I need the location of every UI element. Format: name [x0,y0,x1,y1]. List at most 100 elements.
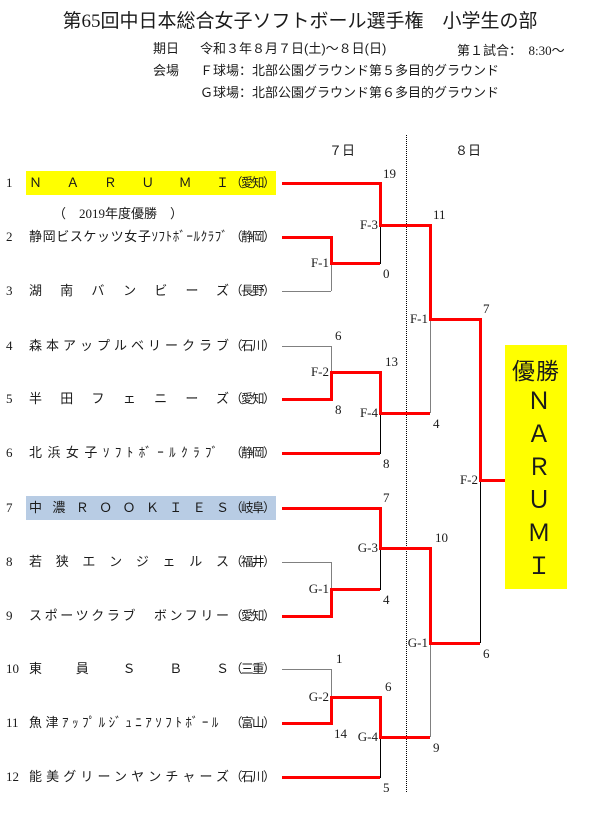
line-f1-winner-vertical [330,236,333,265]
day7-label: ７日 [328,143,355,158]
score-final-bottom: 6 [483,646,490,661]
line-g3-loser-vertical [380,548,381,590]
line-final-winner-vertical [479,318,482,482]
previous-champion-note: （ 2019年度優勝 ） [53,206,184,221]
match-label-f4: F-4 [359,405,378,420]
line-d8g1-loser-vertical [430,644,431,737]
line-f4-loser-vertical [380,413,381,454]
line-g3-winner [380,547,430,550]
line-team4 [282,346,331,347]
team-prefecture: （三重） [230,662,276,676]
team-prefecture: （長野） [230,284,276,298]
line-team7 [282,507,380,510]
match-label-day8-f1: F-1 [409,311,428,326]
line-team5 [282,398,331,401]
line-team12 [282,776,380,779]
line-g4-winner-vertical [379,696,382,739]
team-name: 若狭エンジェルス [29,554,229,569]
line-g1-winner-vertical [330,588,333,618]
line-g1-winner [331,588,380,591]
champion-box: 優勝 ＮＡＲＵＭＩ [505,345,567,589]
line-team9 [282,615,331,618]
first-game-time: 第１試合： 8:30～ [457,43,565,58]
line-d8f1-winner [430,318,480,321]
score-d8g1-bottom: 9 [433,740,440,755]
team-prefecture: （愛知） [230,609,276,623]
team-prefecture: （福井） [230,555,276,569]
team-number: 12 [6,769,19,784]
score-g4-bottom: 5 [383,780,390,795]
day8-label: ８日 [454,143,481,158]
team-prefecture: （石川） [230,339,276,353]
score-d8f1-top: 11 [433,207,446,222]
match-label-f1: F-1 [310,255,329,270]
line-team2 [282,236,331,239]
line-g4-loser-vertical [380,737,381,778]
line-f1-loser-vertical [331,263,332,291]
team-prefecture: （岐阜） [230,501,276,515]
team-name: 半田フェニーズ [29,391,229,406]
score-f3-top: 19 [383,166,396,181]
line-team11 [282,722,331,725]
team-number: 3 [6,283,13,298]
team-number: 11 [6,715,19,730]
line-team6 [282,452,380,455]
score-f4-bottom: 8 [383,456,390,471]
team-number: 4 [6,338,13,353]
score-g2-bottom: 14 [334,726,347,741]
line-f2-loser-vertical [331,346,332,373]
line-f4-winner-vertical [379,371,382,415]
team-prefecture: （静岡） [230,446,276,460]
team-name: スポーツクラブ ボンフリー [29,608,229,623]
match-label-final-f2: F-2 [459,472,478,487]
page-title: 第65回中日本総合女子ソフトボール選手権 小学生の部 [62,11,538,32]
team-number: 10 [6,661,19,676]
team-prefecture: （静岡） [230,230,276,244]
line-f3-winner-vertical [379,182,382,227]
line-f3-loser-vertical [380,225,381,264]
team-prefecture: （石川） [230,770,276,784]
team-name: 湖南バンビーズ [29,283,229,298]
team-name: ＮＡＲＵＭＩ [29,175,229,190]
line-g1-loser-vertical [331,562,332,589]
score-g3-bottom: 4 [383,592,390,607]
team-number: 6 [6,445,13,460]
line-g2-winner [331,696,380,699]
line-f1-winner [331,262,380,265]
score-g4-top: 6 [385,679,392,694]
line-team8 [282,562,331,563]
runner-up-highlight: 中濃ＲＯＯＫＩＥＳ（岐阜） [26,496,276,520]
line-d8f1-loser-vertical [430,320,431,413]
line-team3 [282,291,331,292]
venue-g: Ｇ球場：北部公園グラウンド第６多目的グラウンド [200,85,500,100]
line-f4-winner [380,412,430,415]
match-label-g3: G-3 [357,540,378,555]
line-d8g1-winner [430,642,480,645]
score-d8f1-bottom: 4 [433,416,440,431]
team-name: 能美グリーンヤンチャーズ [29,769,229,784]
score-f3-bottom: 0 [383,266,390,281]
champion-label: 優勝 [512,359,560,384]
venue-label: 会場 [153,63,180,78]
line-final-loser-vertical [480,481,481,643]
line-f2-winner [331,371,380,374]
line-f3-winner [380,224,430,227]
match-label-g1: G-1 [308,581,329,596]
team-prefecture: （富山） [230,716,276,730]
match-label-g4: G-4 [357,729,378,744]
team-number: 9 [6,608,13,623]
champion-team-name: ＮＡＲＵＭＩ [522,388,549,586]
score-final-top: 7 [483,301,490,316]
line-d8g1-winner-vertical [429,547,432,645]
date-label: 期日 [153,41,180,56]
line-team10 [282,669,331,670]
team-name: 中濃ＲＯＯＫＩＥＳ [29,500,229,515]
team-number: 5 [6,391,13,406]
team-name: 森本アップルベリークラブ [29,338,229,353]
line-f2-winner-vertical [330,371,333,401]
team-name: 静岡ビスケッツ女子ｿﾌﾄﾎﾞｰﾙｸﾗﾌﾞ [29,229,229,244]
line-d8f1-winner-vertical [429,224,432,321]
team-name: 魚津ｱｯﾌﾟﾙｼﾞｭﾆｱｿﾌﾄﾎﾞｰﾙ [29,715,222,730]
score-f2-bottom: 8 [335,402,342,417]
